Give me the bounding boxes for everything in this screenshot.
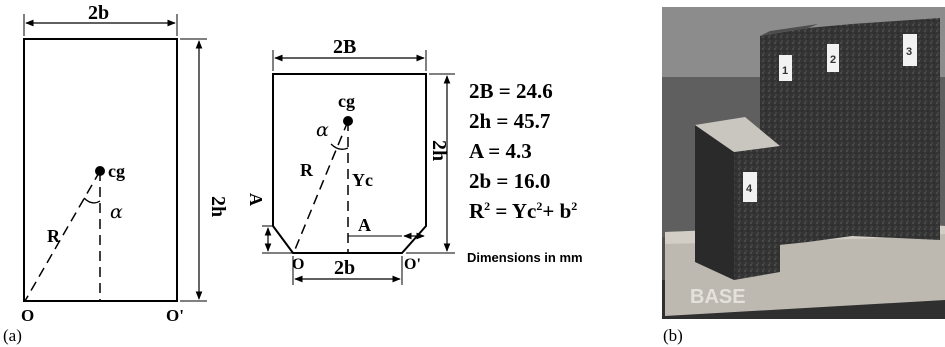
angle-label: α — [316, 119, 329, 141]
radius-line — [293, 120, 349, 253]
photo-block-label-3: 3 — [906, 46, 912, 58]
photo-block-label-1: 1 — [782, 65, 788, 77]
cg-label: cg — [108, 161, 125, 181]
parameters-list: 2B = 24.6 2h = 45.7 A = 4.3 2b = 16.0 R2… — [467, 79, 583, 265]
pivot-right-label: O' — [404, 256, 421, 273]
photo-block-label-2: 2 — [830, 54, 836, 66]
pivot-right-label: O' — [166, 306, 184, 325]
panel-b-tag: (b) — [663, 326, 683, 345]
photo-block-1-top — [760, 24, 818, 36]
panel-a: 2b 2h cg R α O O' (a) — [3, 2, 229, 345]
panel-b-photo: BASE 1 2 3 4 (b) — [662, 7, 945, 345]
cg-label: cg — [338, 91, 355, 111]
radius-label: R — [300, 160, 314, 180]
pivot-left-label: O — [292, 256, 304, 273]
chamfer-side-label: A — [246, 193, 266, 206]
param-A: A = 4.3 — [469, 139, 532, 163]
yc-label: Yc — [352, 170, 373, 190]
radius-line — [24, 170, 101, 302]
height-label: 2h — [428, 140, 450, 161]
angle-label: α — [110, 201, 123, 223]
panel-a-tag: (a) — [3, 326, 22, 345]
photo-label-tag-3 — [903, 34, 917, 66]
width-2B-label: 2B — [333, 36, 356, 58]
photo-block-label-4: 4 — [746, 183, 753, 195]
radius-label: R — [47, 226, 61, 246]
param-2h: 2h = 45.7 — [469, 109, 550, 133]
angle-arc — [330, 143, 349, 150]
photo-block-4 — [734, 146, 780, 280]
photo-block-4-side — [695, 125, 734, 280]
pivot-left-label: O — [21, 306, 34, 325]
height-label: 2h — [207, 196, 229, 217]
units-note: Dimensions in mm — [467, 250, 583, 265]
photo-label-tag-1 — [779, 55, 792, 81]
param-2B: 2B = 24.6 — [469, 79, 553, 103]
photo-label-tag-4 — [743, 172, 757, 202]
width-label: 2b — [88, 2, 109, 24]
param-R2-equation: R2 = Yc2+ b2 — [469, 199, 577, 223]
angle-arc — [83, 197, 101, 204]
photo-base-label: BASE — [690, 286, 746, 308]
param-2b: 2b = 16.0 — [469, 169, 550, 193]
photo-block-4-top — [695, 117, 780, 152]
base-label: 2b — [334, 257, 355, 279]
photo-block-2 — [808, 24, 852, 242]
chamfered-block-diagram: 2B 2h cg α R Yc A A 2b O O' — [246, 36, 455, 285]
photo-label-tag-2 — [827, 44, 839, 72]
chamfer-bottom-label: A — [358, 215, 371, 235]
photo-block-3 — [852, 18, 940, 240]
